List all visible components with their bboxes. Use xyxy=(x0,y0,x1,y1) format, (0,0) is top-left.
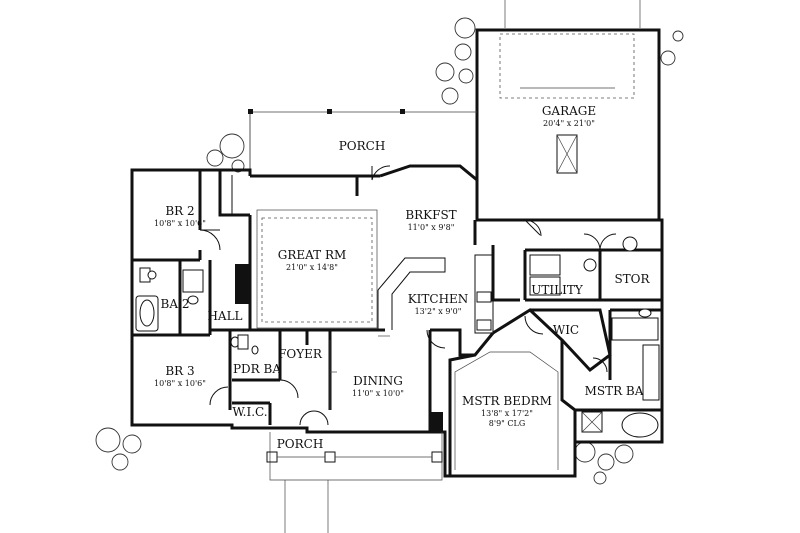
room-label-hall: HALL xyxy=(207,309,242,323)
room-label-kitchen: KITCHEN xyxy=(408,292,469,306)
room-label-brkfst: BRKFST xyxy=(405,208,456,222)
room-clg-mstr-bedrm: 8'9" CLG xyxy=(489,419,525,428)
room-dim-brkfst: 11'0" x 9'8" xyxy=(408,223,455,232)
driveway xyxy=(504,0,641,28)
rear-porch xyxy=(248,109,477,181)
landscaping xyxy=(95,17,684,485)
room-dim-mstr-bedrm: 13'8" x 17'2" xyxy=(481,409,533,418)
room-label-br2: BR 2 xyxy=(165,204,194,218)
room-label-utility: UTILITY xyxy=(531,283,584,297)
front-porch xyxy=(266,432,443,533)
room-label-mstr-ba: MSTR BA xyxy=(585,384,644,398)
room-dim-br2: 10'8" x 10'6" xyxy=(154,219,206,228)
room-label-foyer: FOYER xyxy=(278,347,323,361)
garage xyxy=(475,28,661,236)
room-label-porch-front: PORCH xyxy=(277,437,324,451)
room-label-ba2: BA 2 xyxy=(161,297,190,311)
room-label-wic2: W.I.C. xyxy=(232,405,267,419)
room-label-pdr-ba: PDR BA xyxy=(233,362,281,376)
room-dim-br3: 10'8" x 10'6" xyxy=(154,379,206,388)
house-walls xyxy=(130,164,664,478)
room-label-porch-rear: PORCH xyxy=(339,139,386,153)
room-label-br3: BR 3 xyxy=(165,364,194,378)
room-label-great-rm: GREAT RM xyxy=(278,248,347,262)
room-dim-kitchen: 13'2" x 9'0" xyxy=(415,307,462,316)
interior-details xyxy=(256,209,559,470)
room-label-dining: DINING xyxy=(353,374,403,388)
fixtures xyxy=(135,236,660,438)
doors xyxy=(199,219,617,426)
room-label-stor: STOR xyxy=(614,272,650,286)
room-label-mstr-bedrm: MSTR BEDRM xyxy=(462,394,552,408)
room-label-garage: GARAGE xyxy=(542,104,596,118)
room-dim-great-rm: 21'0" x 14'8" xyxy=(286,263,338,272)
room-label-wic: WIC xyxy=(553,323,579,337)
labels: GARAGE 20'4" x 21'0" PORCH BR 2 10'8" x … xyxy=(154,104,650,451)
room-dim-dining: 11'0" x 10'0" xyxy=(352,389,404,398)
room-dim-garage: 20'4" x 21'0" xyxy=(543,119,595,128)
